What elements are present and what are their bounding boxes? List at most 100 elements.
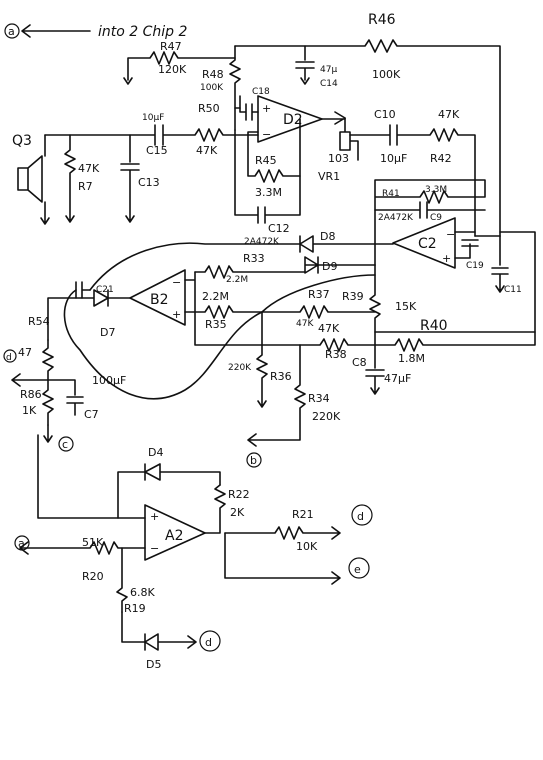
r48-resistor-wire xyxy=(229,45,241,131)
c8-capacitor xyxy=(365,344,385,395)
node-a-top-label: a xyxy=(8,25,15,38)
r19-label: R19 xyxy=(124,602,146,615)
c7-value: 100µF xyxy=(92,374,126,387)
c10-value: 10µF xyxy=(380,152,407,165)
c2-opamp-body xyxy=(392,217,456,269)
c15-label: C15 xyxy=(146,144,168,157)
r7-value: 47K xyxy=(78,162,100,175)
r37-resistor xyxy=(261,305,376,319)
r54-value: 47 xyxy=(18,346,32,359)
a2-plus: + xyxy=(150,510,159,523)
r48-label: R48 xyxy=(202,68,224,81)
r46-resistor-wire xyxy=(234,39,501,237)
r47-label: R47 xyxy=(160,40,182,53)
c14-capacitor xyxy=(295,45,315,85)
c2-label: C2 xyxy=(418,236,437,252)
d2-output-wire xyxy=(321,111,346,125)
node-d-right-circle xyxy=(351,504,373,526)
c21-label: C21 xyxy=(96,285,114,295)
c13-capacitor xyxy=(120,134,140,223)
wire-a-top xyxy=(21,24,91,38)
b2-minus: − xyxy=(172,276,181,289)
d2-plus: + xyxy=(262,102,271,115)
c10-r42-line xyxy=(349,124,476,237)
r45-label: R45 xyxy=(255,154,277,167)
a2-opamp-body xyxy=(144,504,206,561)
c2-right-loop xyxy=(374,231,536,333)
r36-value: 220K xyxy=(228,363,252,373)
d7-label: D7 xyxy=(100,326,115,339)
node-a-top-circle xyxy=(4,23,20,39)
c7-capacitor xyxy=(47,379,84,416)
r41-value: 3.3M xyxy=(425,185,447,195)
speaker-icon xyxy=(17,155,43,203)
b2-label: B2 xyxy=(150,292,169,308)
c12-capacitor-loop xyxy=(234,129,301,224)
a2-input-wire xyxy=(37,434,146,519)
node-b-label: b xyxy=(250,454,257,467)
r35-value: 2.2M xyxy=(202,290,229,303)
r39-resistor xyxy=(369,264,381,346)
r38-r40-line xyxy=(299,331,536,352)
r36-resistor xyxy=(256,311,268,408)
node-d-left-circle xyxy=(3,349,17,363)
c2-input-wires xyxy=(454,231,501,259)
r45-feedback xyxy=(247,118,301,183)
d9-label: D9 xyxy=(322,260,337,273)
r46-label: R46 xyxy=(368,12,396,28)
page-title: into 2 Chip 2 xyxy=(98,24,188,40)
node-e-label: e xyxy=(354,563,361,576)
r19-value: 6.8K xyxy=(130,586,155,599)
r86-label: R86 xyxy=(20,388,42,401)
c9-capacitor xyxy=(374,201,486,219)
r47-value: 120K xyxy=(158,63,187,76)
c15-value: 10µF xyxy=(142,113,164,123)
node-c-circle xyxy=(58,436,74,452)
c7-label: C7 xyxy=(84,408,99,421)
node-c-label: c xyxy=(62,438,68,451)
d4-label: D4 xyxy=(148,446,163,459)
r21-resistor xyxy=(224,526,341,540)
r34-label: R34 xyxy=(308,392,330,405)
r22-label: R22 xyxy=(228,488,250,501)
node-a-bottom-label: a xyxy=(18,537,25,550)
r47-ground-arrow xyxy=(123,77,133,85)
q3-label: Q3 xyxy=(12,133,32,149)
r86-value: 1K xyxy=(22,404,37,417)
input-line-c15-r50 xyxy=(44,124,259,146)
speaker-wires xyxy=(40,134,50,225)
c11-capacitor xyxy=(491,235,509,293)
r45-value: 3.3M xyxy=(255,186,282,199)
r54-label: R54 xyxy=(28,315,50,328)
c19-label: C19 xyxy=(466,261,484,271)
r7-resistor xyxy=(64,134,76,223)
r39-label: R39 xyxy=(342,290,364,303)
node-e-circle xyxy=(348,557,370,579)
node-d-bottom-circle xyxy=(199,630,221,652)
a2-minus: − xyxy=(150,542,159,555)
d5-diode xyxy=(121,611,197,651)
d8-label: D8 xyxy=(320,230,335,243)
wire-to-e xyxy=(224,532,341,585)
vr1-value: 103 xyxy=(328,152,349,165)
r22-value: 2K xyxy=(230,506,245,519)
node-d-left-label: d xyxy=(6,353,12,363)
r39-value: 15K xyxy=(395,300,417,313)
b2-feedback-wires xyxy=(184,271,301,346)
r21-label: R21 xyxy=(292,508,314,521)
d9-diode xyxy=(304,256,376,274)
d2-minus: − xyxy=(262,128,271,141)
c18-capacitor xyxy=(239,95,259,121)
r34-resistor xyxy=(247,344,306,447)
r20-resistor xyxy=(19,541,146,555)
r46-value: 100K xyxy=(372,68,401,81)
r34-value: 220K xyxy=(312,410,341,423)
r33-value: 2.2M xyxy=(226,275,248,285)
node-b-circle xyxy=(246,452,262,468)
c14-value: 47µ xyxy=(320,65,337,75)
r33-resistor xyxy=(194,265,306,279)
r50-label: R50 xyxy=(198,102,220,115)
c2-minus: − xyxy=(446,228,455,241)
d4-diode xyxy=(117,463,221,519)
c21-loop-wire xyxy=(63,274,376,400)
